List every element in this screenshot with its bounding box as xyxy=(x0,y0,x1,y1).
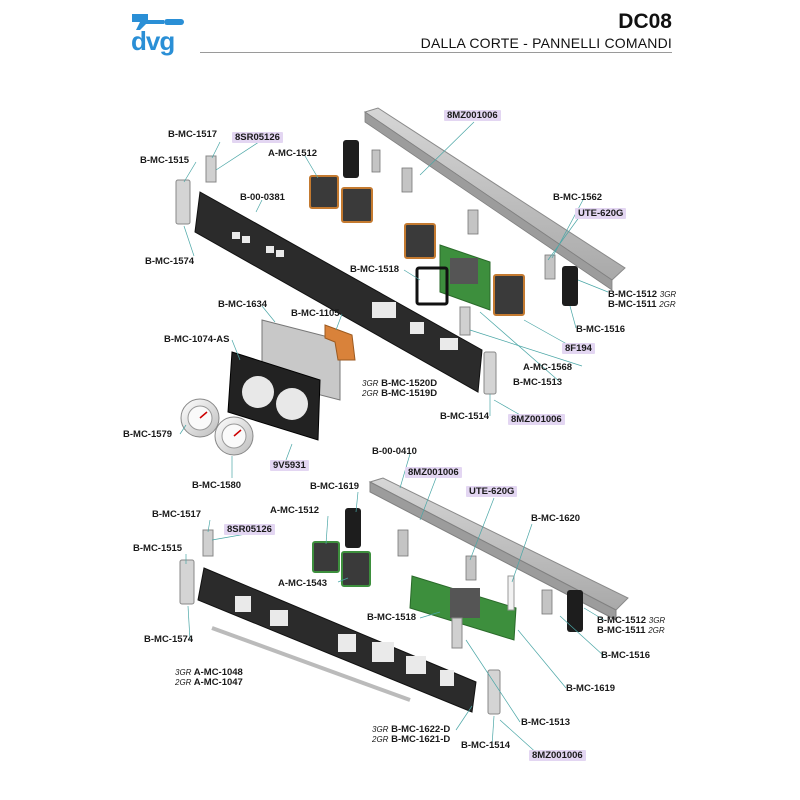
top-support-rail xyxy=(363,107,626,291)
part-label: B-MC-1517 xyxy=(168,129,218,140)
part-label: B-MC-1512 3GR xyxy=(608,289,677,300)
highlighted-part-label: 8MZ001006 xyxy=(508,414,565,425)
part-label: 2GR B-MC-1519D xyxy=(362,388,438,399)
bottom-rail-brackets xyxy=(397,529,553,615)
part-label: B-MC-1512 3GR xyxy=(597,615,666,626)
highlighted-part-label: 9V5931 xyxy=(270,460,309,471)
leader-lines xyxy=(179,121,609,757)
bottom-support-rail xyxy=(368,477,629,621)
part-label: A-MC-1512 xyxy=(270,505,320,516)
part-label: B-MC-1105 xyxy=(291,308,340,319)
highlighted-part-label: 8SR05126 xyxy=(232,132,283,143)
highlighted-part-label: 8MZ001006 xyxy=(405,467,462,478)
gauge-plate xyxy=(227,351,321,441)
top-keypads xyxy=(309,175,525,316)
top-front-panel xyxy=(194,191,483,393)
part-label: B-MC-1513 xyxy=(521,717,571,728)
part-label: B-MC-1514 xyxy=(440,411,490,422)
part-label: B-MC-1516 xyxy=(576,324,626,335)
top-small-clip xyxy=(205,155,217,183)
top-display-frame xyxy=(415,266,449,306)
part-label: B-MC-1518 xyxy=(350,264,400,275)
highlighted-part-label: UTE-620G xyxy=(466,486,518,497)
part-label: B-MC-1517 xyxy=(152,509,202,520)
top-rail-brackets xyxy=(371,149,556,280)
dvg-logo-icon xyxy=(132,14,184,30)
highlighted-part-label: UTE-620G xyxy=(575,208,627,219)
top-mid-clip xyxy=(459,306,471,336)
part-label: B-MC-1620 xyxy=(531,513,581,524)
part-label: B-MC-1518 xyxy=(367,612,417,623)
part-label: B-MC-1574 xyxy=(145,256,195,267)
bottom-front-panel xyxy=(197,567,477,713)
part-label: B-MC-1574 xyxy=(144,634,194,645)
bottom-left-endcap xyxy=(179,559,195,605)
bottom-rod-pin xyxy=(507,575,515,611)
part-label: B-MC-1511 2GR xyxy=(597,625,665,636)
part-label: 2GR A-MC-1047 xyxy=(175,677,243,688)
part-label: 3GR B-MC-1622-D xyxy=(372,724,451,735)
highlighted-part-label: 8MZ001006 xyxy=(444,110,501,121)
part-label: A-MC-1543 xyxy=(278,578,328,589)
part-label: B-MC-1619 xyxy=(310,481,360,492)
bottom-mid-clip xyxy=(451,617,463,649)
part-label: B-MC-1515 xyxy=(140,155,190,166)
part-label: B-MC-1634 xyxy=(218,299,268,310)
top-display xyxy=(450,258,478,284)
part-label: B-MC-1514 xyxy=(461,740,511,751)
bottom-black-latch xyxy=(345,508,361,548)
part-label: B-MC-1579 xyxy=(123,429,173,440)
part-label: B-00-0381 xyxy=(240,192,285,203)
part-label: B-MC-1511 2GR xyxy=(608,299,676,310)
part-label: B-MC-1074-AS xyxy=(164,334,230,345)
top-left-endcap xyxy=(175,179,191,225)
header-divider xyxy=(200,52,672,53)
part-label: B-MC-1562 xyxy=(553,192,603,203)
bottom-display xyxy=(450,588,480,618)
top-right-latch xyxy=(562,266,578,306)
catalog-subtitle: DALLA CORTE - PANNELLI COMANDI xyxy=(420,35,672,51)
part-label: B-00-0410 xyxy=(372,446,417,457)
bottom-tie-rod xyxy=(211,626,411,702)
part-label: 3GR A-MC-1048 xyxy=(175,667,243,678)
part-label: 3GR B-MC-1520D xyxy=(362,378,438,389)
part-label: B-MC-1516 xyxy=(601,650,651,661)
bottom-right-latch xyxy=(567,590,583,632)
part-label: B-MC-1619 xyxy=(566,683,616,694)
part-label: A-MC-1512 xyxy=(268,148,318,159)
top-right-endcap xyxy=(483,351,497,395)
bottom-keypads xyxy=(312,541,371,587)
part-label: B-MC-1580 xyxy=(192,480,242,491)
brand-logo-text: dvg xyxy=(131,26,175,56)
bottom-small-clip xyxy=(202,529,214,557)
part-label: 2GR B-MC-1621-D xyxy=(372,734,451,745)
highlighted-part-label: 8F194 xyxy=(562,343,595,354)
highlighted-part-label: 8SR05126 xyxy=(224,524,275,535)
orange-clip xyxy=(324,324,356,361)
top-black-latch xyxy=(343,140,359,178)
part-label: B-MC-1513 xyxy=(513,377,563,388)
gauges xyxy=(180,398,254,456)
part-label: A-MC-1568 xyxy=(523,362,573,373)
part-label: B-MC-1515 xyxy=(133,543,183,554)
highlighted-part-label: 8MZ001006 xyxy=(529,750,586,761)
catalog-code: DC08 xyxy=(618,10,672,33)
